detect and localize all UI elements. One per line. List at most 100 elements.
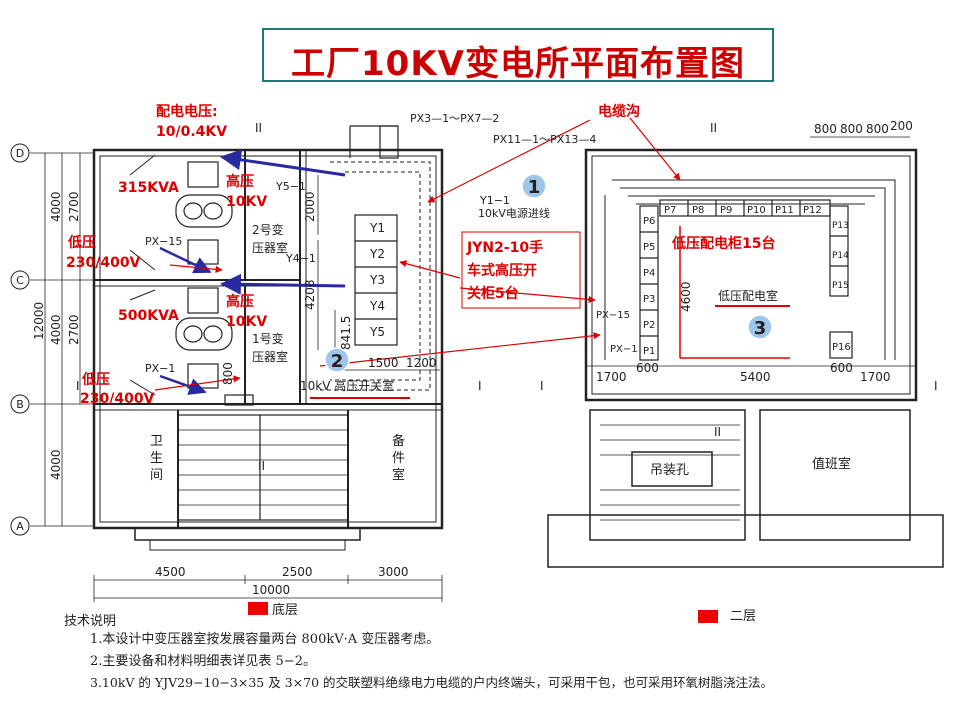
eq-px15b: PX−15 [596,310,630,321]
eq-y5-1: Y5−1 [275,180,306,193]
kva-500-label: 500KVA [118,308,179,324]
room-spare-1: 备 [392,433,405,449]
cab-p12: P12 [803,205,822,216]
room-hv: 10kV 高压开关室 [300,378,394,393]
hv-value-2: 10KV [226,314,267,330]
legend-second: 二层 [730,609,756,624]
dim-r800b: 800 [840,122,863,136]
dim-600a: 600 [636,361,659,375]
axis-a: A [16,520,24,533]
lv-value-2: 230/400V [80,391,155,407]
room-spare-2: 件 [392,451,405,466]
cab-p14: P14 [832,251,849,261]
cab-p1: P1 [643,346,655,357]
room-t2-line2: 压器室 [252,240,288,255]
cab-p6: P6 [643,216,655,227]
cab-y3: Y3 [369,273,385,287]
axis-markers: D C B A [10,143,30,536]
cab-p4: P4 [643,268,655,279]
jyn-callout-box [461,231,581,309]
dim-r800c: 800 [866,122,889,136]
hv-label-2: 高压 [226,293,254,310]
hv-label-1: 高压 [226,173,254,190]
dim-3000: 3000 [378,565,409,579]
axis-d: D [16,147,24,160]
cab-y5: Y5 [369,325,385,339]
eq-px3: PX3—1～PX7—2 [410,112,499,125]
mark-ii-right-mid: II [714,425,721,439]
numbered-markers: 1 2 3 [324,173,773,373]
room-t2-line1: 2号变 [252,222,284,237]
axis-c: C [16,274,24,287]
legend-second-swatch [698,610,718,623]
dim-2700-top: 2700 [67,191,81,222]
room-spare-3: 室 [392,467,405,483]
eq-px15: PX−15 [145,235,182,248]
note-2: 2.主要设备和材料明细表详见表 5−2。 [90,654,316,669]
cab-p11: P11 [775,205,794,216]
legend-ground-swatch [248,602,268,615]
dim-2500: 2500 [282,565,313,579]
room-toilet-1: 卫 [150,434,163,449]
hv-value-1: 10KV [226,194,267,210]
dim-4600: 4600 [679,281,693,312]
page-title: 工厂10KV变电所平面布置图 [291,44,745,84]
room-labels: 2号变 压器室 1号变 压器室 10kV 高压开关室 低压配电室 卫 生 间 备… [150,206,851,483]
cab-p7: P7 [664,205,676,216]
section-marks: II II II II I I I I [76,121,938,473]
legend-ground: 底层 [272,602,298,618]
jyn-line-3: 关柜5台 [467,285,519,302]
room-lv: 低压配电室 [718,288,778,303]
circle-3: 3 [754,318,767,339]
cab-y1: Y1 [369,221,385,235]
cab-p3: P3 [643,294,655,305]
mark-ii-top-right: II [710,121,717,135]
dim-841: 841.5 [339,316,353,350]
note-1: 1.本设计中变压器室按发展容量两台 800kV·A 变压器考虑。 [90,632,440,647]
eq-px1: PX−1 [145,362,175,375]
lv-value-1: 230/400V [66,255,141,271]
jyn-line-1: JYN2-10手 [466,239,543,256]
dim-r200: 200 [890,119,913,133]
dim-2000: 2000 [303,191,317,222]
eq-y1-1: Y1−1 [479,194,510,207]
cab-p9: P9 [720,205,732,216]
floor-legend: 底层 二层 [248,602,756,624]
cab-y4: Y4 [369,299,385,313]
second-floor-plan [547,136,944,568]
mark-i-left-1: I [76,379,80,393]
voltage-label: 配电电压: [156,103,218,120]
cab-p13: P13 [832,221,849,231]
dim-1200: 1200 [406,356,437,370]
dim-4000-mid: 4000 [49,314,63,345]
note-3: 3.10kV 的 YJV29−10−3×35 及 3×70 的交联塑料绝缘电力电… [90,675,774,690]
circle-2: 2 [331,351,344,372]
notes-heading: 技术说明 [64,614,117,629]
dim-4208: 4208 [303,279,317,310]
dim-1700b: 1700 [860,370,891,384]
dim-r800a: 800 [814,122,837,136]
room-t1-line1: 1号变 [252,331,284,346]
axis-b: B [16,398,24,411]
dim-5400: 5400 [740,370,771,384]
dim-4000-bot: 4000 [49,449,63,480]
cab-p16: P16 [832,342,851,353]
voltage-value: 10/0.4KV [156,124,227,140]
eq-y4-1: Y4−1 [285,252,316,265]
leader-arrows [154,117,681,391]
dim-800: 800 [221,362,235,385]
cable-trench-label: 电缆沟 [598,103,640,120]
kva-315-label: 315KVA [118,180,179,196]
circle-1: 1 [528,177,541,198]
cab-p5: P5 [643,242,655,253]
dim-2700-mid: 2700 [67,314,81,345]
red-annotations: 配电电压: 10/0.4KV 315KVA 高压 10KV 低压 230/400… [66,103,775,407]
ground-floor-plan [30,125,444,602]
eq-px1b: PX−1 [610,344,638,355]
mark-i-right-1: I [540,379,544,393]
dim-600b: 600 [830,361,853,375]
mark-i-right-2: I [934,379,938,393]
dim-10000: 10000 [252,583,290,597]
dimension-labels: 4000 2700 4000 2700 12000 4000 2000 4208… [32,119,913,597]
